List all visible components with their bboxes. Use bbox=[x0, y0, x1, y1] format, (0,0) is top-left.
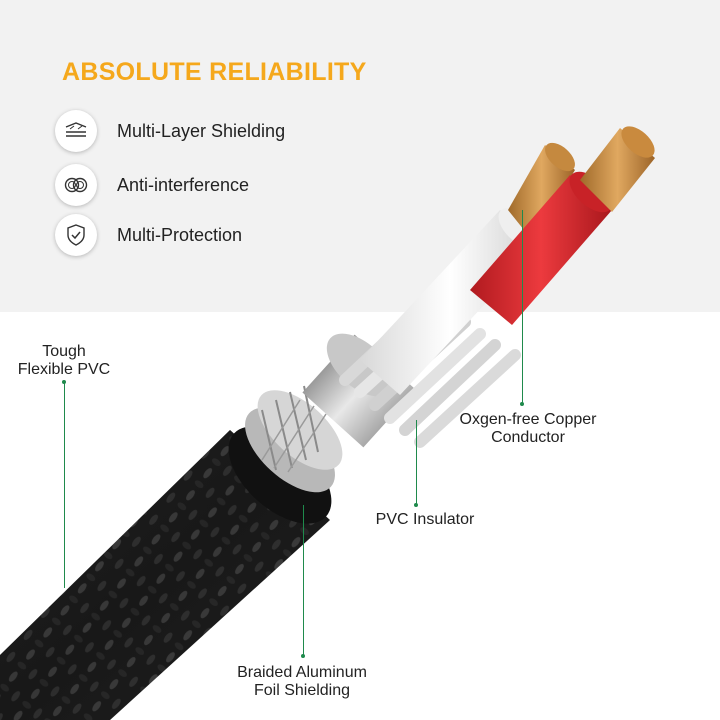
leader-line-braid bbox=[303, 505, 304, 657]
leader-line-pvc-jacket bbox=[64, 382, 65, 588]
leader-line-copper bbox=[522, 210, 523, 405]
feature-label: Multi-Protection bbox=[117, 224, 243, 245]
rings-icon bbox=[55, 164, 97, 206]
callout-line: Braided Aluminum bbox=[237, 664, 367, 681]
leader-line-insulator bbox=[416, 420, 417, 506]
shield-check-icon bbox=[55, 214, 97, 256]
callout-line: PVC Insulator bbox=[375, 511, 475, 528]
feature-multi-layer-shielding: Multi-Layer Shielding bbox=[55, 108, 285, 154]
feature-multi-protection: Multi-Protection bbox=[55, 212, 242, 258]
callout-pvc-jacket: Tough Flexible PVC bbox=[14, 343, 114, 379]
feature-anti-interference: Anti-interference bbox=[55, 162, 249, 208]
callout-pvc-insulator: PVC Insulator bbox=[365, 511, 485, 529]
leader-dot bbox=[301, 654, 305, 658]
callout-copper-conductor: Oxgen-free Copper Conductor bbox=[440, 411, 616, 447]
braided-shield bbox=[245, 385, 343, 493]
callout-line: Tough bbox=[42, 343, 86, 360]
layers-shield-icon bbox=[55, 110, 97, 152]
callout-line: Flexible PVC bbox=[17, 361, 111, 378]
page-title: ABSOLUTE RELIABILITY bbox=[62, 58, 367, 86]
red-wire bbox=[470, 126, 655, 325]
leader-dot bbox=[520, 402, 524, 406]
leader-dot bbox=[62, 380, 66, 384]
callout-line: Foil Shielding bbox=[253, 682, 351, 699]
feature-label: Multi-Layer Shielding bbox=[117, 120, 286, 141]
leader-dot bbox=[414, 503, 418, 507]
feature-label: Anti-interference bbox=[117, 174, 250, 195]
callout-line: Oxgen-free Copper bbox=[459, 411, 597, 428]
callout-line: Conductor bbox=[491, 429, 565, 446]
callout-braided-shield: Braided Aluminum Foil Shielding bbox=[222, 664, 382, 700]
